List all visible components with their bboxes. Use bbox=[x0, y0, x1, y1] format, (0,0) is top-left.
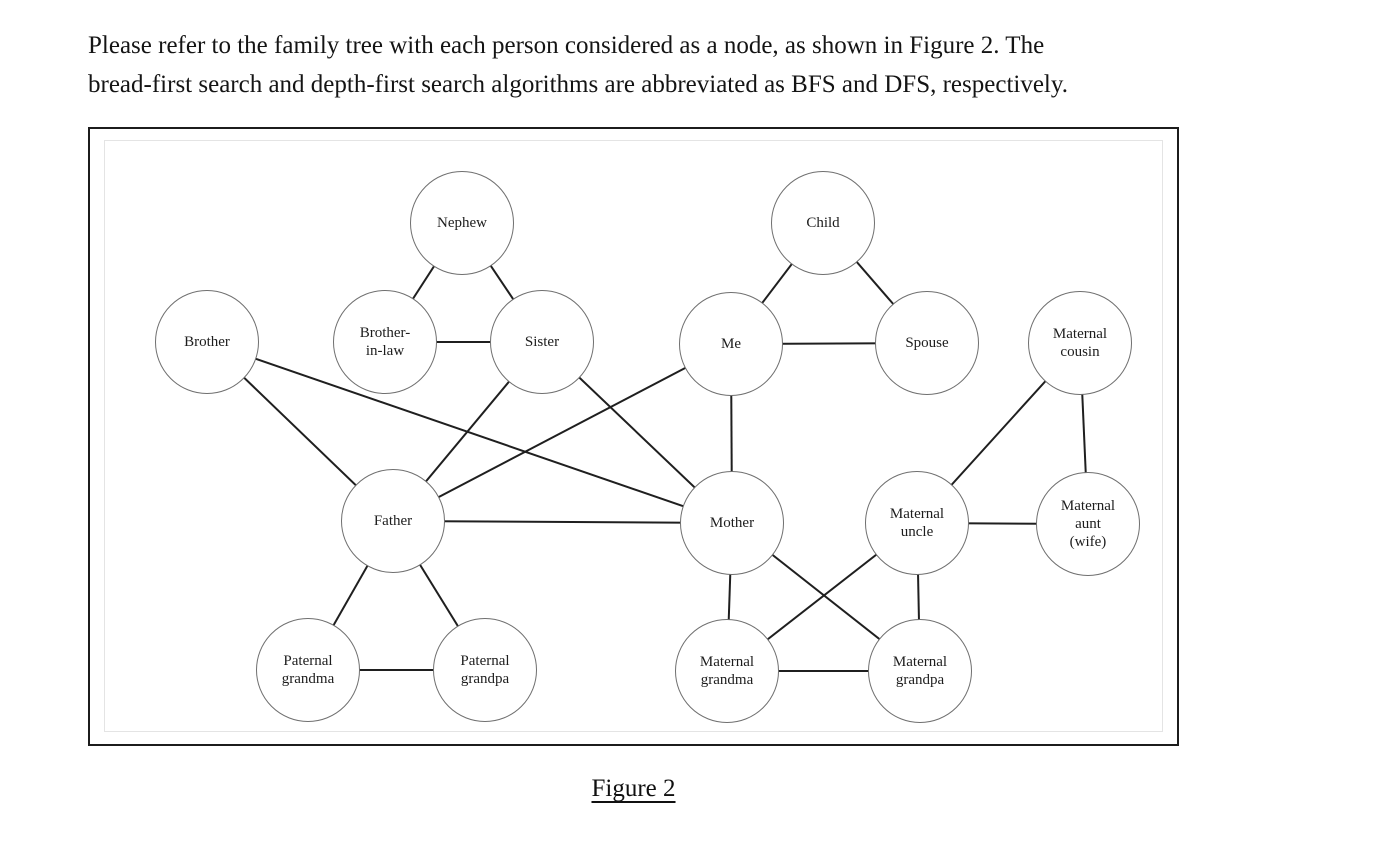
figure-inner-box bbox=[104, 140, 1163, 732]
question-text-line-2: bread-first search and depth-first searc… bbox=[88, 71, 1069, 98]
node-spouse: Spouse bbox=[875, 291, 979, 395]
question-text: Please refer to the family tree with eac… bbox=[88, 26, 1308, 104]
node-me: Me bbox=[679, 292, 783, 396]
node-label: Spouse bbox=[905, 335, 949, 351]
node-label: Maternal grandpa bbox=[892, 654, 948, 688]
node-label: Father bbox=[373, 513, 413, 529]
node-father: Father bbox=[341, 469, 445, 573]
figure-caption: Figure 2 bbox=[88, 775, 1179, 803]
node-label: Maternal grandma bbox=[699, 654, 755, 688]
node-label: Maternal uncle bbox=[889, 506, 945, 540]
question-text-line-1: Please refer to the family tree with eac… bbox=[88, 32, 1045, 59]
node-label: Me bbox=[721, 336, 741, 352]
node-maternal-grandpa: Maternal grandpa bbox=[868, 619, 972, 723]
node-label: Paternal grandpa bbox=[460, 653, 510, 687]
node-maternal-grandma: Maternal grandma bbox=[675, 619, 779, 723]
node-label: Maternal aunt (wife) bbox=[1060, 498, 1116, 550]
node-label: Paternal grandma bbox=[281, 653, 335, 687]
node-child: Child bbox=[771, 171, 875, 275]
node-nephew: Nephew bbox=[410, 171, 514, 275]
node-paternal-grandpa: Paternal grandpa bbox=[433, 618, 537, 722]
figure-caption-text: Figure 2 bbox=[591, 775, 676, 802]
node-maternal-aunt-wife: Maternal aunt (wife) bbox=[1036, 472, 1140, 576]
node-brother: Brother bbox=[155, 290, 259, 394]
node-sister: Sister bbox=[490, 290, 594, 394]
node-maternal-uncle: Maternal uncle bbox=[865, 471, 969, 575]
node-paternal-grandma: Paternal grandma bbox=[256, 618, 360, 722]
node-brother-in-law: Brother- in-law bbox=[333, 290, 437, 394]
figure-outer-box bbox=[88, 127, 1179, 746]
node-maternal-cousin: Maternal cousin bbox=[1028, 291, 1132, 395]
node-label: Brother bbox=[184, 334, 230, 350]
node-label: Nephew bbox=[437, 215, 487, 231]
node-label: Mother bbox=[709, 515, 755, 531]
node-label: Brother- in-law bbox=[359, 325, 411, 359]
node-label: Sister bbox=[524, 334, 560, 350]
node-mother: Mother bbox=[680, 471, 784, 575]
node-label: Child bbox=[806, 215, 840, 231]
node-label: Maternal cousin bbox=[1052, 326, 1108, 360]
